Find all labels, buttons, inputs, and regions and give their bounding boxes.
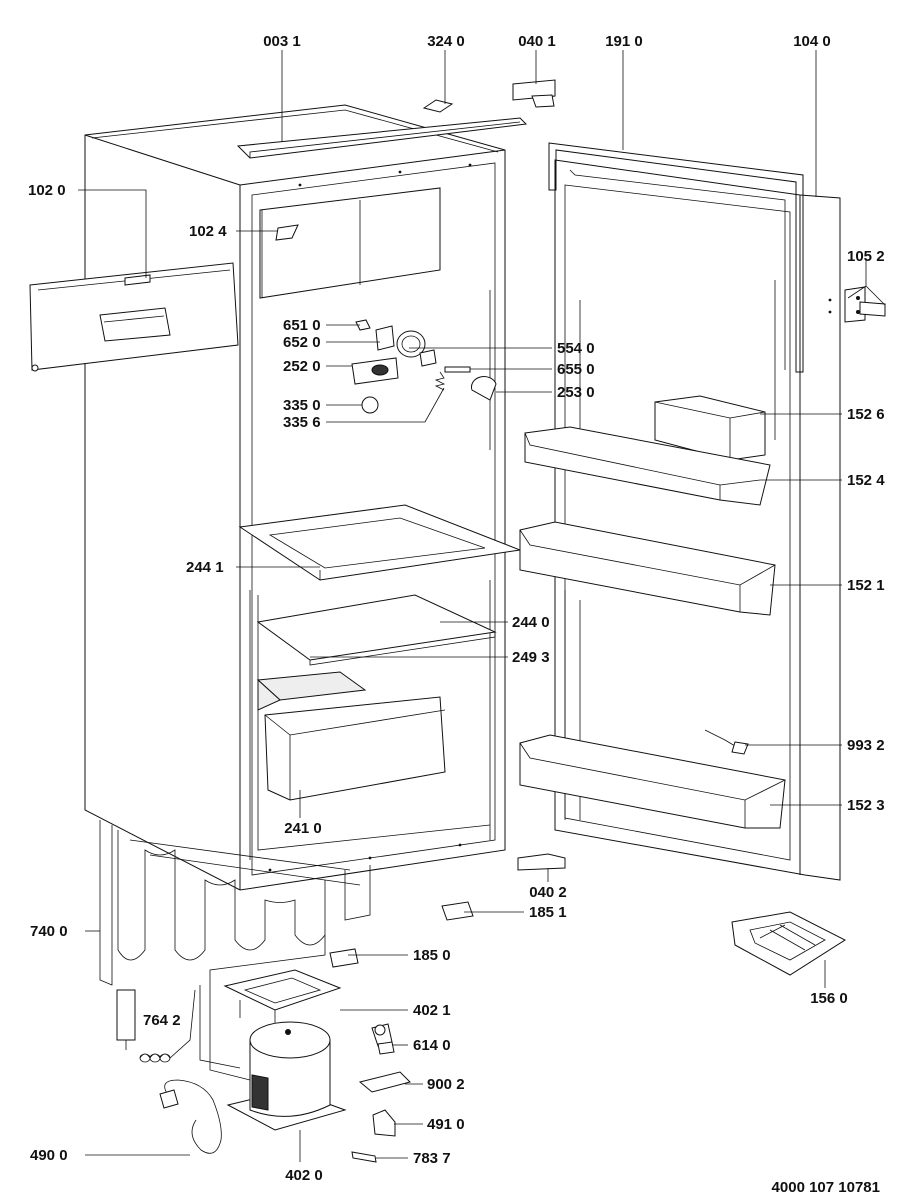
callout-764-2: 764 2: [143, 1012, 181, 1029]
top-cover-strip: [236, 117, 528, 159]
door-shelf-152-3: [519, 734, 786, 829]
condenser-740-0: [99, 820, 371, 986]
callout-324-0: 324 0: [427, 33, 465, 50]
callout-900-2: 900 2: [427, 1076, 465, 1093]
callout-152-4: 152 4: [847, 472, 885, 489]
callout-003-1: 003 1: [263, 33, 301, 50]
callout-241-0: 241 0: [284, 820, 322, 837]
hinge-105-2: [844, 286, 886, 323]
cabinet-body: [84, 104, 506, 891]
callout-040-2: 040 2: [529, 884, 567, 901]
callout-402-0: 402 0: [285, 1167, 323, 1184]
latch-102-4: [275, 224, 299, 241]
compressor: [226, 1021, 347, 1131]
callout-105-2: 105 2: [847, 248, 885, 265]
callout-185-1: 185 1: [529, 904, 567, 921]
freezer-flap: [29, 262, 239, 372]
callout-335-0: 335 0: [283, 397, 321, 414]
refrigerant-piping: [199, 935, 326, 1081]
callout-614-0: 614 0: [413, 1037, 451, 1054]
document-code: 4000 107 10781: [772, 1179, 880, 1196]
callout-156-0: 156 0: [810, 990, 848, 1007]
callout-490-0: 490 0: [30, 1147, 68, 1164]
callout-labels: 003 1 324 0 040 1 191 0 104 0 102 0 102 …: [28, 33, 885, 1184]
callout-191-0: 191 0: [605, 33, 643, 50]
part-324-0: [422, 99, 454, 113]
part-783-7: [351, 1151, 377, 1163]
callout-253-0: 253 0: [557, 384, 595, 401]
relay-614-0: [371, 1023, 395, 1055]
callout-651-0: 651 0: [283, 317, 321, 334]
callout-152-1: 152 1: [847, 577, 885, 594]
callout-040-1: 040 1: [518, 33, 556, 50]
dryer-764-2: [116, 989, 196, 1063]
ice-tray: [731, 911, 847, 976]
callout-554-0: 554 0: [557, 340, 595, 357]
box-152-6: [654, 395, 766, 461]
door-shelf-152-4: [524, 426, 771, 506]
crisper-drawer: [264, 696, 446, 801]
callout-491-0: 491 0: [427, 1116, 465, 1133]
callout-244-1: 244 1: [186, 559, 224, 576]
part-993-2: [704, 729, 736, 747]
callout-244-0: 244 0: [512, 614, 550, 631]
shelf-244-0: [256, 594, 497, 666]
callout-102-4: 102 4: [189, 223, 227, 240]
callout-185-0: 185 0: [413, 947, 451, 964]
glass-shelf-244-1: [238, 504, 522, 581]
callout-152-3: 152 3: [847, 797, 885, 814]
hinge-top-040-1: [512, 79, 556, 108]
part-900-2: [358, 1071, 411, 1093]
callout-402-1: 402 1: [413, 1002, 451, 1019]
part-185-0: [329, 948, 359, 968]
callout-993-2: 993 2: [847, 737, 885, 754]
callout-152-6: 152 6: [847, 406, 885, 423]
callout-102-0: 102 0: [28, 182, 66, 199]
part-491-0: [372, 1109, 396, 1137]
callout-335-6: 335 6: [283, 414, 321, 431]
callout-252-0: 252 0: [283, 358, 321, 375]
leader-lines: [78, 50, 886, 1162]
door-shelf-152-1: [519, 521, 776, 616]
callout-740-0: 740 0: [30, 923, 68, 940]
callout-652-0: 652 0: [283, 334, 321, 351]
callout-249-3: 249 3: [512, 649, 550, 666]
thermostat-assembly: [351, 319, 497, 414]
part-185-1: [441, 901, 474, 921]
hinge-040-2: [517, 853, 566, 871]
callout-783-7: 783 7: [413, 1150, 451, 1167]
callout-104-0: 104 0: [793, 33, 831, 50]
drip-tray-402-1: [223, 969, 342, 1024]
callout-655-0: 655 0: [557, 361, 595, 378]
power-cable: [159, 1079, 222, 1154]
